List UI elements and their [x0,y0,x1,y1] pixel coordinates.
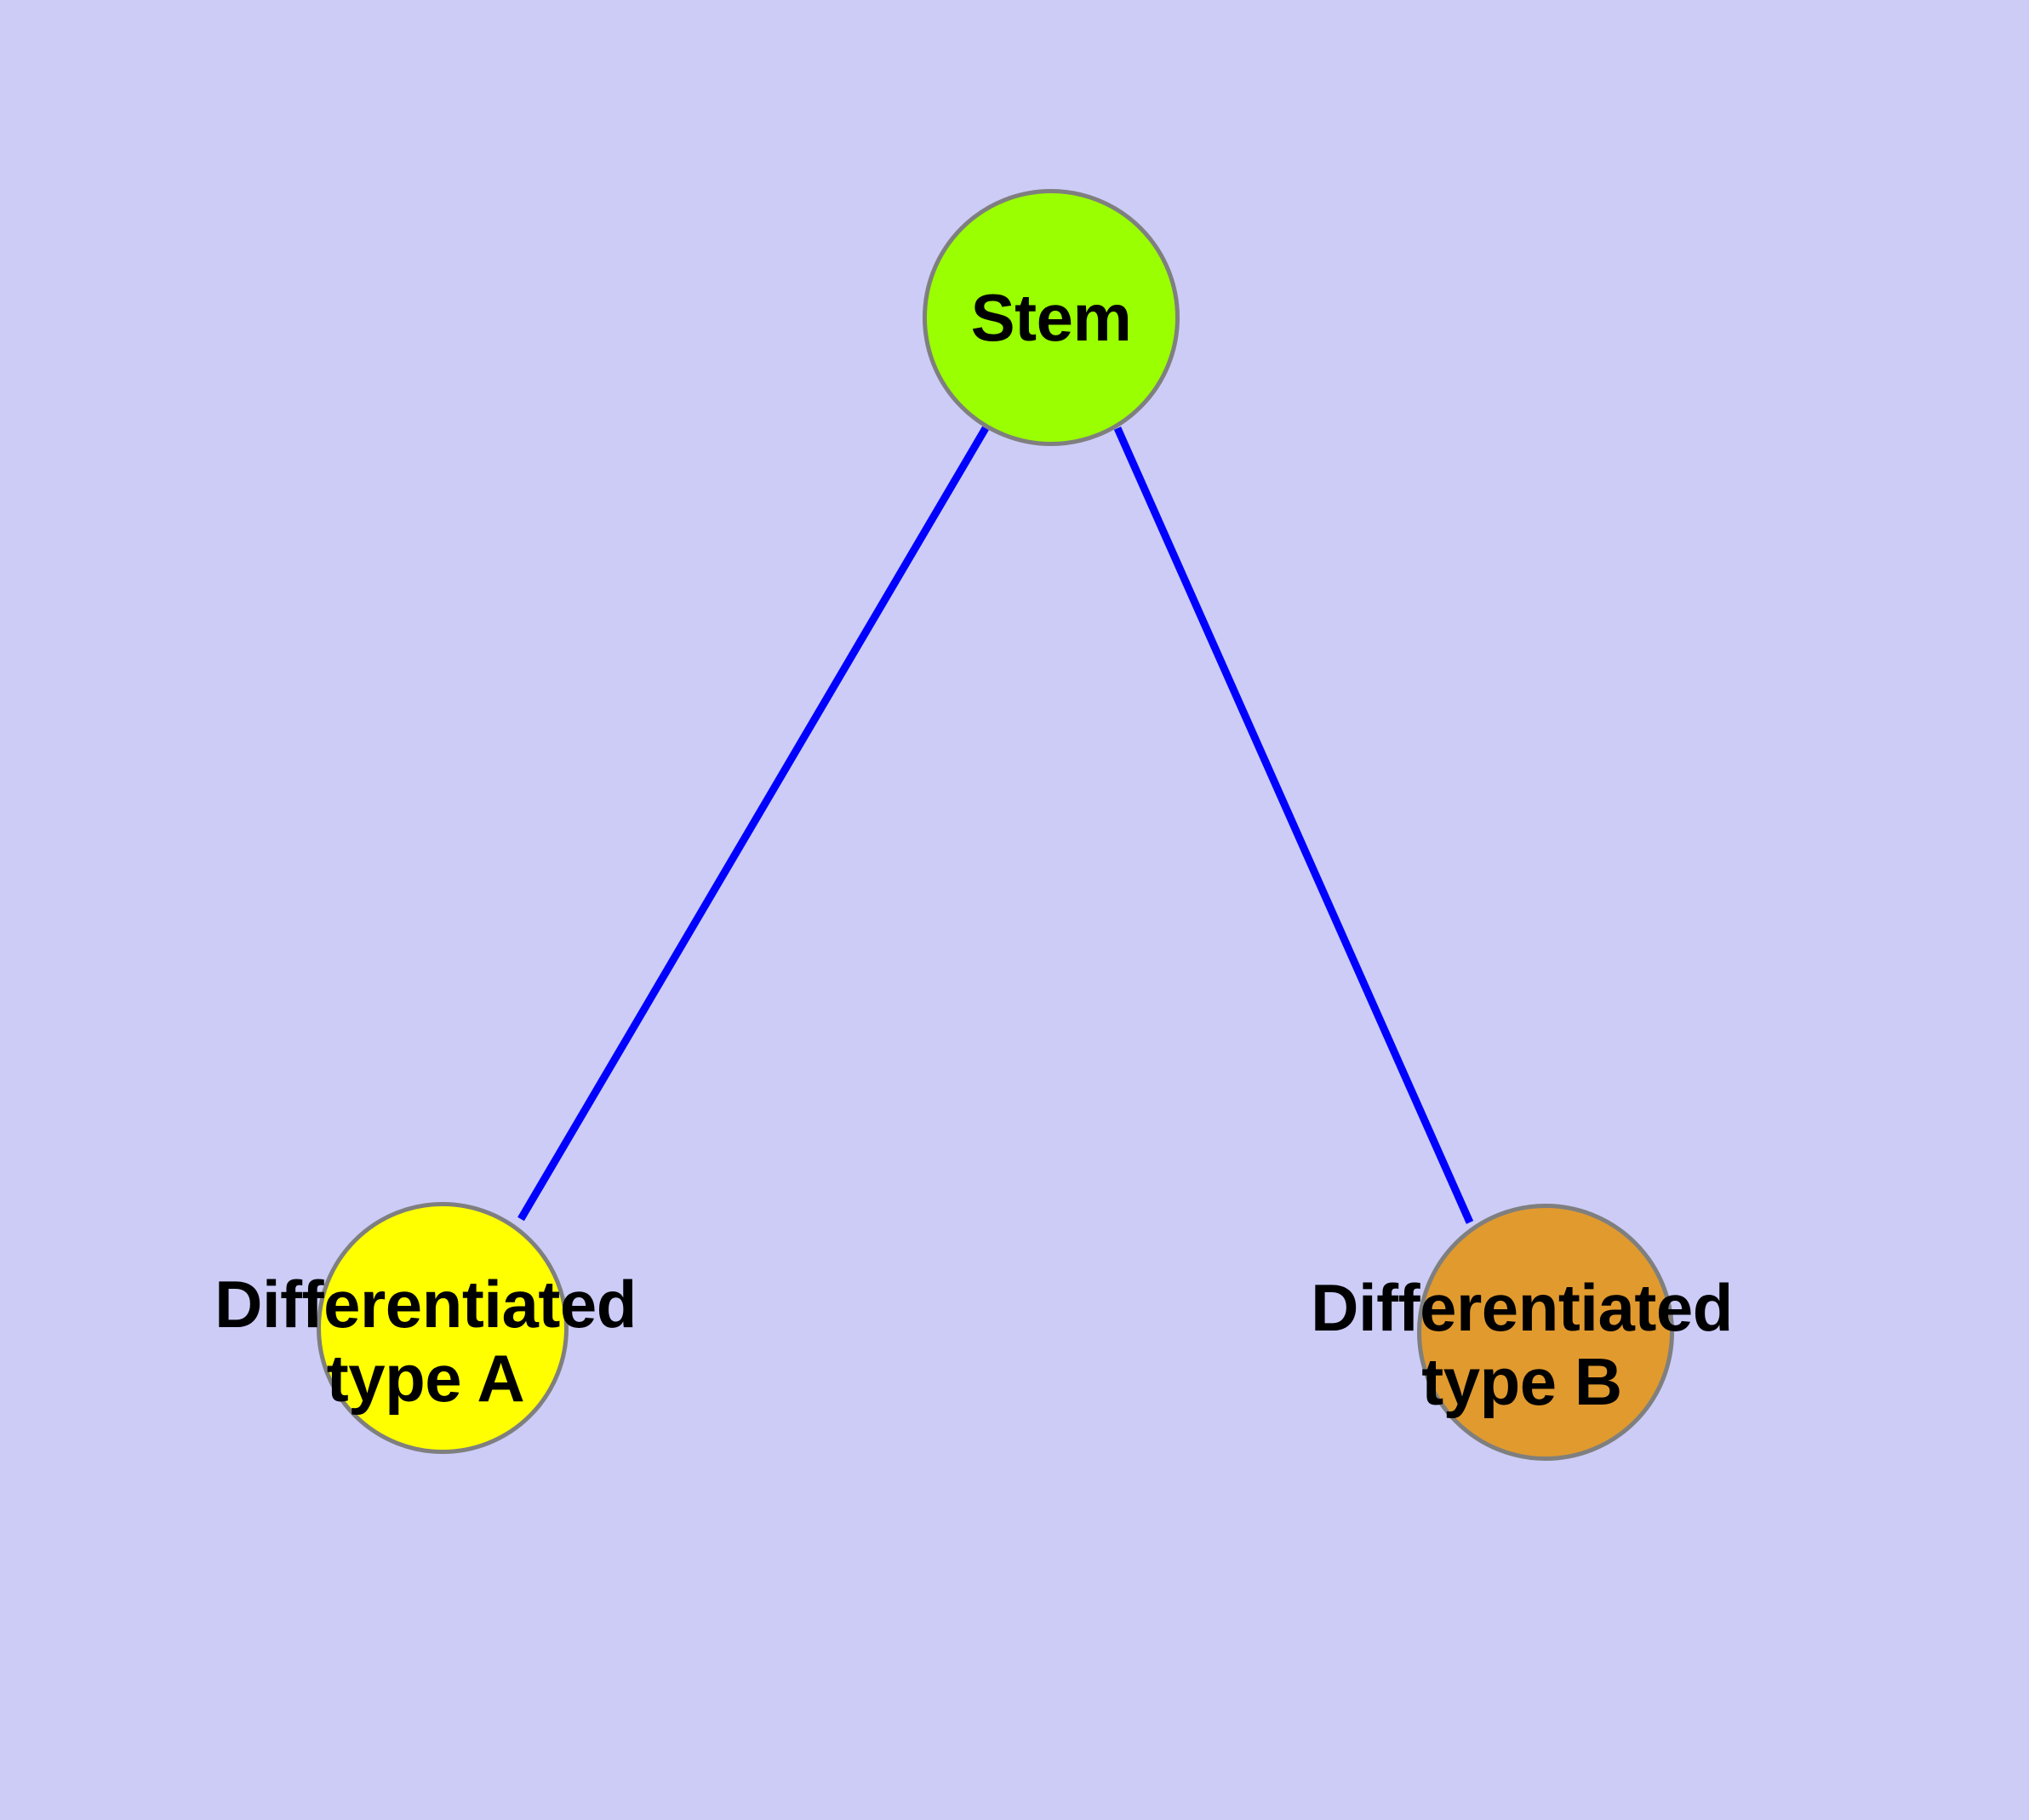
edge-stem-to-diff-a [517,426,989,1222]
node-stem[interactable] [923,189,1180,446]
edge-stem-to-diff-b [1113,426,1474,1224]
node-diff-a[interactable] [317,1202,569,1454]
node-diff-b[interactable] [1417,1204,1674,1461]
